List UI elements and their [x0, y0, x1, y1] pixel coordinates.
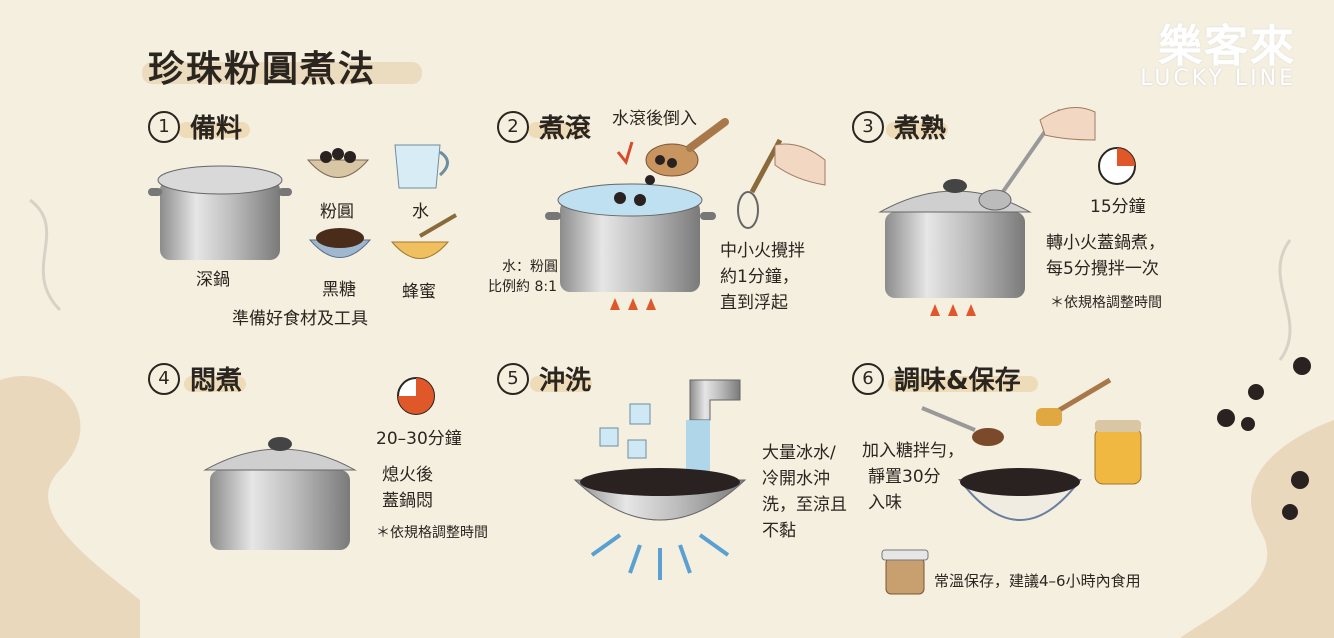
step-title: 煮熟 — [894, 114, 947, 144]
flame-icon — [930, 304, 976, 316]
timer-icon — [1098, 147, 1136, 185]
desc-line: 約1分鐘， — [720, 267, 799, 287]
step-3-description: 轉小火蓋鍋煮， 每5分攪拌一次 — [1046, 230, 1165, 282]
step-highlight — [178, 122, 250, 138]
serving-bowl-icon — [957, 468, 1083, 521]
honey-bowl-icon — [390, 213, 458, 259]
honey-jar-icon — [1094, 420, 1142, 485]
storage-note: 常溫保存，建議4–6小時內食用 — [934, 572, 1141, 590]
storage-container-icon — [881, 549, 929, 595]
faucet-icon — [686, 379, 741, 480]
page-title: 珍珠粉圓煮法 — [148, 49, 377, 90]
note-adjust-time: ＊依規格調整時間 — [376, 525, 488, 541]
desc-line: 每5分攪拌一次 — [1046, 259, 1159, 279]
timer-icon — [397, 377, 435, 415]
title-highlight — [142, 62, 422, 84]
desc-line: 洗，至涼且 — [762, 495, 847, 515]
swirl-decoration-right — [1180, 420, 1334, 638]
measuring-cup-icon — [394, 144, 449, 189]
step-4-description: 熄火後 蓋鍋悶 — [382, 462, 433, 514]
water-arrows-icon — [590, 533, 730, 580]
step-number: 2 — [497, 110, 529, 143]
ratio-line-1: 水：粉圓 — [502, 259, 558, 275]
step-highlight — [530, 376, 592, 392]
decorative-pearls-icon — [1217, 357, 1311, 520]
timer-label: 15分鐘 — [1090, 197, 1146, 217]
step-number: 6 — [852, 362, 884, 395]
step-title: 煮滾 — [539, 114, 592, 144]
desc-line: 加入糖拌勻， — [862, 441, 964, 461]
desc-line: 冷開水沖 — [762, 469, 830, 489]
desc-line: 大量冰水/ — [762, 443, 836, 463]
swirl-decoration-left — [0, 376, 140, 638]
step-number: 4 — [148, 362, 180, 395]
step-highlight — [528, 122, 590, 138]
step-title: 悶煮 — [190, 366, 243, 396]
step-title: 沖洗 — [539, 366, 592, 396]
step-highlight — [888, 376, 1038, 392]
step-highlight — [184, 376, 246, 392]
covered-pot-icon — [203, 437, 357, 550]
step-5-description: 大量冰水/ 冷開水沖 洗，至涼且 不黏 — [762, 440, 847, 544]
desc-line: 入味 — [868, 493, 902, 513]
whisk-hand-icon — [737, 138, 826, 229]
label-water: 水 — [412, 202, 429, 222]
desc-line: 中小火攪拌 — [720, 241, 805, 261]
desc-line: 蓋鍋悶 — [382, 491, 433, 511]
brand-logo-en: LUCKY LINE — [1140, 66, 1296, 91]
step-2-heading: 2 煮滾 — [497, 108, 591, 145]
desc-line: 靜置30分 — [868, 467, 941, 487]
colander-icon — [573, 468, 747, 521]
arrow-icon — [616, 141, 634, 166]
step-5-heading: 5 沖洗 — [497, 360, 591, 397]
honey-dipper-icon — [1036, 377, 1112, 426]
boiling-pot-icon — [545, 183, 716, 292]
ratio-line-2: 比例約 8:1 — [488, 279, 557, 295]
step-highlight — [886, 122, 948, 138]
flame-icon — [610, 298, 656, 310]
desc-line: 熄火後 — [382, 465, 433, 485]
pearls-bowl-icon — [306, 148, 370, 178]
ladle-hand-icon — [978, 107, 1096, 211]
label-pour-in: 水滾後倒入 — [612, 109, 697, 129]
step-6-description: 加入糖拌勻， 靜置30分 入味 — [862, 438, 964, 516]
brown-sugar-bowl-icon — [308, 228, 372, 258]
step-1-caption: 準備好食材及工具 — [232, 309, 368, 329]
label-pot: 深鍋 — [196, 270, 230, 290]
step-1-heading: 1 備料 — [148, 108, 242, 145]
step-3-heading: 3 煮熟 — [852, 108, 946, 145]
desc-line: 直到浮起 — [720, 293, 788, 313]
note-adjust-time: ＊依規格調整時間 — [1050, 295, 1162, 311]
step-number: 1 — [148, 110, 180, 143]
step-number: 3 — [852, 110, 884, 143]
step-2-description: 中小火攪拌 約1分鐘， 直到浮起 — [720, 238, 805, 316]
ice-cube-icon — [599, 403, 651, 459]
label-brown-sugar: 黑糖 — [322, 280, 356, 300]
step-6-heading: 6 調味&保存 — [852, 360, 1021, 397]
wooden-scoop-icon — [645, 118, 729, 185]
step-title: 調味&保存 — [894, 366, 1021, 396]
brand-logo-cn: 樂客來 — [1158, 21, 1296, 72]
timer-label: 20–30分鐘 — [376, 429, 462, 449]
spoon-sugar-icon — [921, 406, 1004, 446]
label-pearls: 粉圓 — [320, 202, 354, 222]
desc-line: 不黏 — [762, 521, 796, 541]
deep-pot-icon — [148, 165, 292, 260]
step-4-heading: 4 悶煮 — [148, 360, 242, 397]
label-honey: 蜂蜜 — [402, 282, 436, 302]
step-number: 5 — [497, 362, 529, 395]
desc-line: 轉小火蓋鍋煮， — [1046, 233, 1165, 253]
step-title: 備料 — [190, 114, 243, 144]
